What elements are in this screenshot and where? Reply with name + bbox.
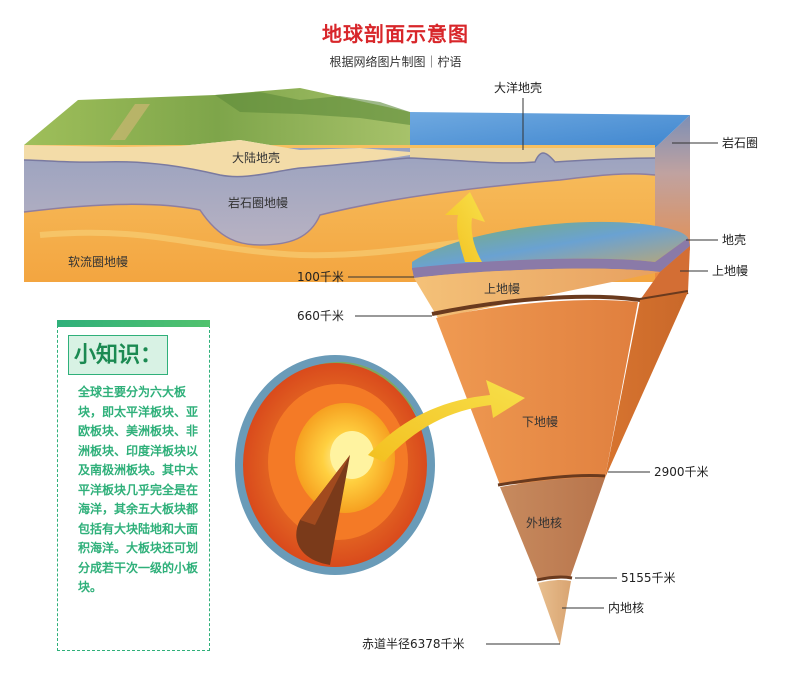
boundary-2900 [497, 473, 606, 487]
outer-core-label: 外地核 [526, 516, 562, 530]
upper-mantle-side-label: 上地幔 [712, 263, 748, 278]
globe-cut-wedge-shade [300, 455, 350, 525]
globe-inner-core [330, 431, 374, 479]
earth-wedge [412, 221, 690, 645]
depth-660-label: 660千米 [297, 309, 344, 323]
page-title: 地球剖面示意图 [322, 22, 469, 46]
info-card-text: 全球主要分为六大板块，即太平洋板块、亚欧板块、美洲板块、非洲板块、印度洋板块以及… [78, 385, 199, 594]
land-terrain-texture [110, 104, 150, 140]
ocean-surface [410, 112, 690, 148]
moho-line [23, 152, 656, 178]
lower-mantle-label: 下地幔 [522, 414, 558, 429]
wedge-inner-core [538, 579, 571, 645]
info-card: 小知识： 全球主要分为六大板块，即太平洋板块、亚欧板块、美洲板块、非洲板块、印度… [57, 320, 210, 651]
info-card-title: 小知识： [68, 335, 168, 375]
wedge-crust-rim [412, 238, 690, 278]
wedge-lower-mantle-side [605, 292, 688, 478]
lithosphere-base-line [23, 173, 656, 246]
arrow-to-wedge-icon [368, 380, 525, 462]
continental-crust-layer [24, 140, 410, 177]
boundary-660 [431, 290, 689, 316]
upper-mantle-inside-label: 上地幔 [484, 281, 520, 296]
lithospheric-mantle-label: 岩石圈地幔 [228, 195, 288, 210]
continental-crust-label: 大陆地壳 [232, 150, 280, 165]
depth-2900-label: 2900千米 [654, 465, 709, 479]
lithosphere-label: 岩石圈 [722, 135, 758, 150]
boundary-5155 [536, 575, 573, 582]
crust-label: 地壳 [722, 233, 746, 247]
radius-label: 赤道半径6378千米 [362, 637, 465, 651]
wedge-crust-cap [412, 221, 688, 270]
arrow-to-block-icon [445, 192, 485, 262]
ocean-crust-label: 大洋地壳 [494, 80, 542, 95]
wedge-outer-core [500, 477, 605, 580]
land-ridge [215, 92, 410, 125]
page-subtitle: 根据网络图片制图｜柠语 [329, 55, 462, 69]
globe-cut-wedge [296, 455, 350, 565]
cutaway-globe [235, 355, 435, 575]
inner-core-label: 内地核 [608, 601, 644, 615]
lithospheric-mantle-layer [24, 148, 655, 245]
wedge-lower-mantle [436, 299, 638, 485]
depth-5155-label: 5155千米 [621, 571, 676, 585]
asthenosphere-label: 软流圈地幔 [68, 254, 128, 269]
depth-100-label: 100千米 [297, 270, 344, 284]
wedge-upper-mantle-side [640, 246, 690, 300]
info-card-header-bar [57, 320, 210, 327]
